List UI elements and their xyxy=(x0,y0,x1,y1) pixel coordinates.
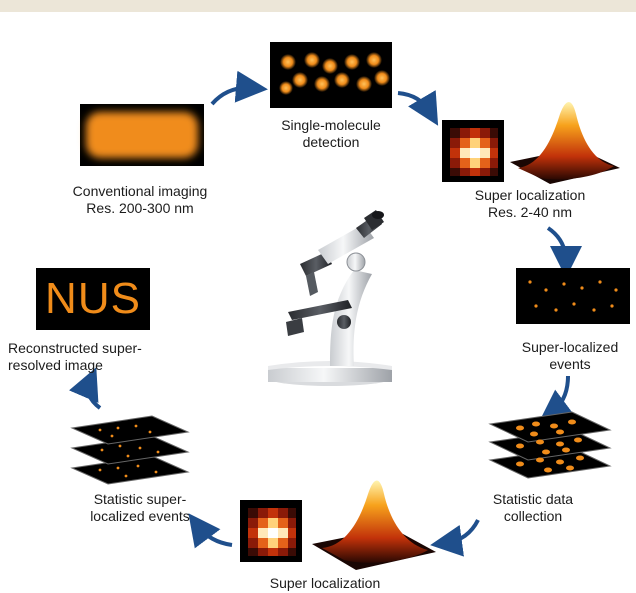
single-molecule-label: Single-molecule detection xyxy=(281,117,381,150)
flow-arrow-icon xyxy=(210,70,268,106)
flow-arrow-icon xyxy=(68,367,102,410)
conventional-imaging-label: Conventional imaging Res. 200-300 nm xyxy=(72,183,208,216)
super-localized-events-label: Super-localized events xyxy=(521,339,619,372)
flow-arrow-icon xyxy=(539,375,575,422)
flow-arrow-icon xyxy=(430,519,480,557)
statistic-data-label: Statistic data collection xyxy=(492,491,574,524)
reconstructed-image: NUS xyxy=(36,268,150,330)
statistic-super-localized-label: Statistic super- localized events xyxy=(90,491,190,524)
flow-arrow-icon xyxy=(397,90,439,126)
flow-arrow-icon xyxy=(546,226,582,278)
top-border xyxy=(0,0,636,12)
reconstructed-label: Reconstructed super- resolved image xyxy=(8,340,142,373)
super-localization-top-label: Super localization Res. 2-40 nm xyxy=(474,187,586,220)
super-localization-bottom-label: Super localization xyxy=(269,575,381,591)
flow-arrow-icon xyxy=(188,513,233,549)
